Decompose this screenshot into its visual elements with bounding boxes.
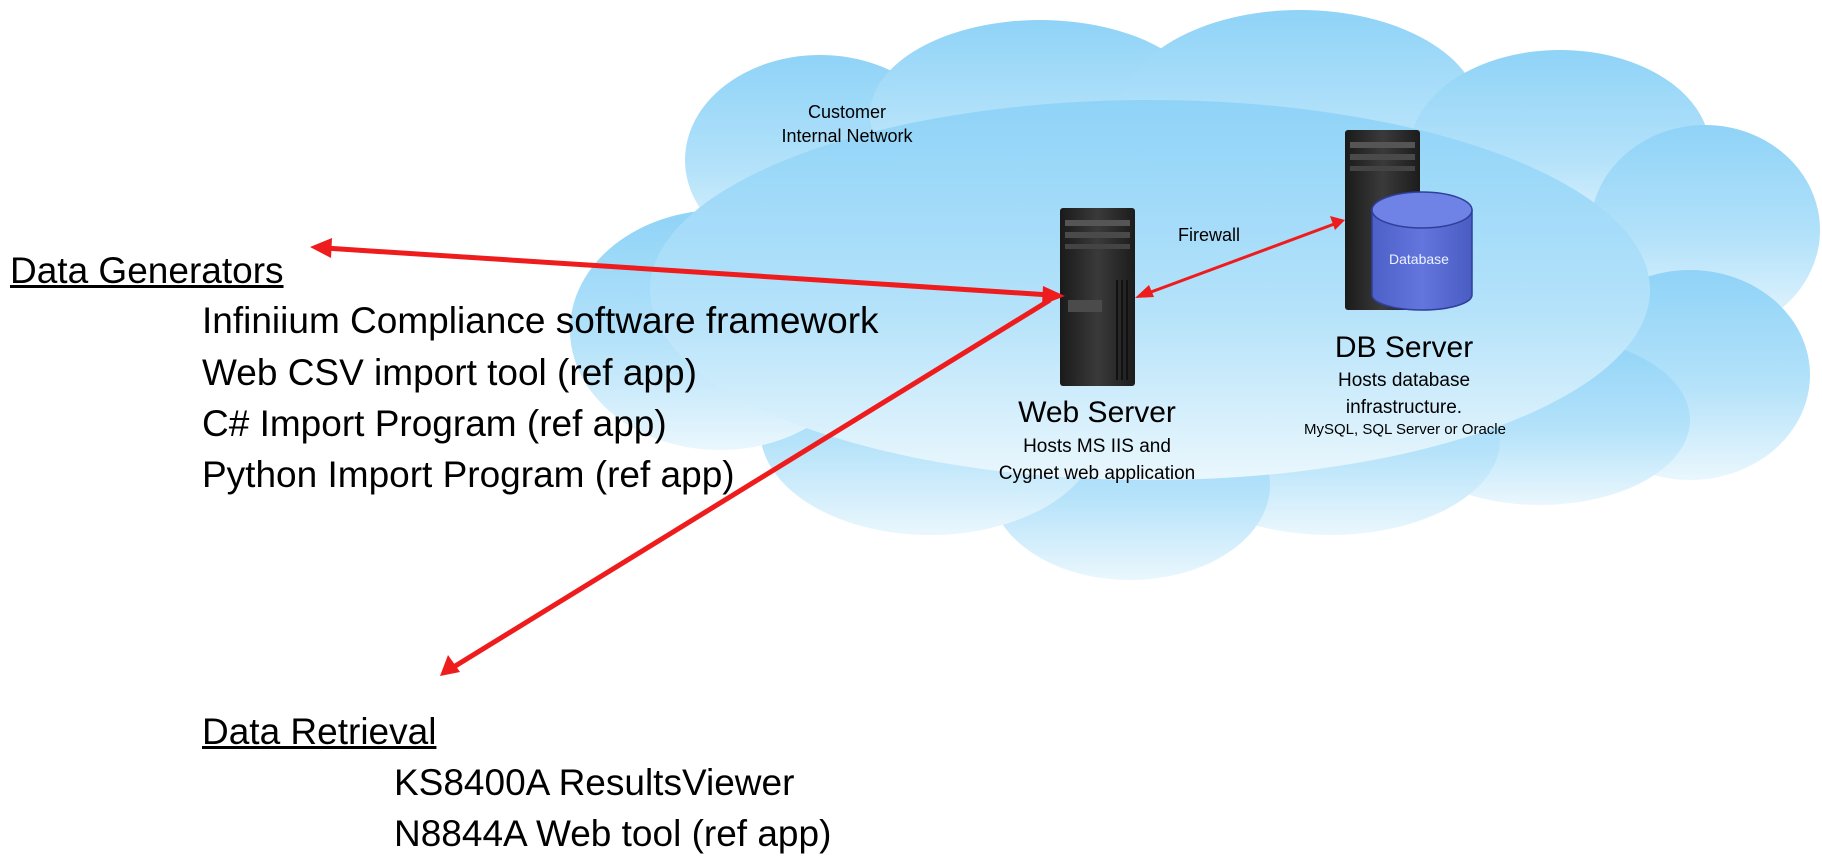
cloud-label: Customer Internal Network (772, 100, 922, 148)
database-cylinder-icon (1371, 191, 1473, 311)
data-generator-item: Infiniium Compliance software framework (202, 300, 879, 341)
cloud-label-line1: Customer (807, 102, 887, 122)
arrowhead-generators (310, 238, 332, 258)
data-retrieval-heading: Data Retrieval (202, 711, 437, 752)
db-server-name: DB Server (1334, 331, 1474, 364)
data-retrieval-item: N8844A Web tool (ref app) (394, 813, 832, 854)
db-server-desc: Hosts database infrastructure. (1274, 367, 1534, 421)
web-server-desc-line2: Cygnet web application (998, 463, 1196, 484)
data-generator-item: Web CSV import tool (ref app) (202, 352, 697, 393)
arrowhead-retrieval (440, 655, 460, 676)
web-server-desc-line1: Hosts MS IIS and (1023, 436, 1171, 457)
web-server-tower-icon (1060, 208, 1135, 386)
firewall-label: Firewall (1178, 225, 1241, 245)
data-generators-heading: Data Generators (10, 250, 284, 291)
arrow-generators-webserver (324, 245, 1051, 298)
db-server-desc-line2: infrastructure. (1345, 397, 1463, 418)
database-label: Database (1389, 251, 1449, 267)
arrowhead-webserver (1135, 285, 1154, 298)
data-generator-item: C# Import Program (ref app) (202, 403, 667, 444)
cloud-shape (570, 10, 1820, 580)
web-server-name: Web Server (1018, 396, 1176, 429)
cloud-label-line2: Internal Network (781, 126, 913, 146)
web-server-desc: Hosts MS IIS and Cygnet web application (962, 433, 1232, 487)
data-retrieval-item: KS8400A ResultsViewer (394, 762, 795, 803)
arrow-webserver-retrieval (450, 297, 1052, 671)
data-generator-item: Python Import Program (ref app) (202, 454, 735, 495)
arrows (310, 216, 1345, 676)
arrowhead-dbserver (1330, 216, 1345, 230)
arrow-webserver-dbserver (1142, 221, 1338, 297)
db-server-desc-line1: Hosts database (1337, 370, 1471, 391)
db-server-desc-line3: MySQL, SQL Server or Oracle (1303, 421, 1506, 438)
